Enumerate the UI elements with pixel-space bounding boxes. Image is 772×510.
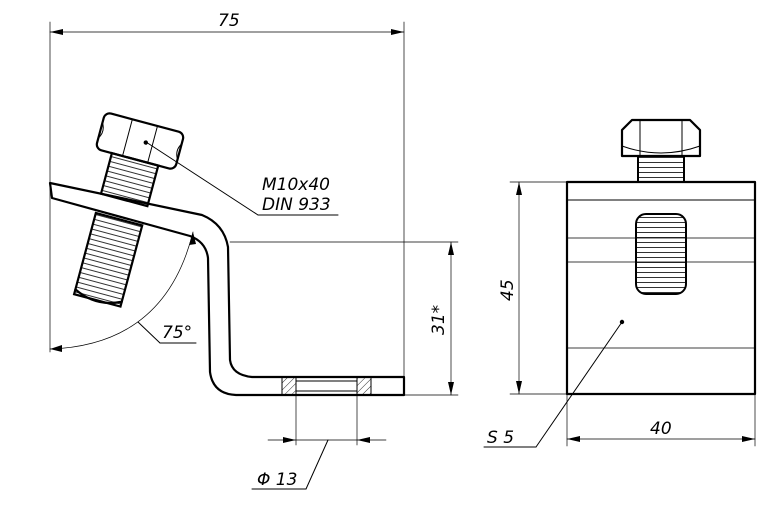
block-height-dimension: 45 bbox=[498, 181, 568, 395]
tilted-bolt bbox=[72, 112, 185, 308]
angle-dimension: 75° bbox=[49, 231, 197, 352]
bolt-size-label: M10x40 bbox=[262, 175, 330, 195]
overall-width-dimension: 75 bbox=[49, 11, 405, 396]
front-bolt bbox=[620, 118, 702, 295]
side-view: M10x40 DIN 933 75 31* 75° bbox=[48, 11, 459, 490]
bolt-standard-label: DIN 933 bbox=[262, 195, 331, 215]
height-label: 31* bbox=[429, 305, 449, 335]
hole-diameter-label: Φ 13 bbox=[257, 470, 297, 490]
block-height-label: 45 bbox=[498, 279, 518, 301]
block-width-label: 40 bbox=[650, 419, 672, 439]
front-view: 45 40 S 5 bbox=[483, 118, 757, 448]
angle-label: 75° bbox=[162, 323, 192, 343]
height-dimension: 31* bbox=[229, 241, 459, 396]
thickness-leader: S 5 bbox=[483, 319, 625, 448]
overall-width-label: 75 bbox=[218, 11, 240, 31]
hole-diameter-dimension: Φ 13 bbox=[251, 394, 387, 490]
block-width-dimension: 40 bbox=[566, 393, 756, 447]
thickness-label: S 5 bbox=[487, 428, 514, 448]
mounting-hole bbox=[281, 376, 372, 396]
